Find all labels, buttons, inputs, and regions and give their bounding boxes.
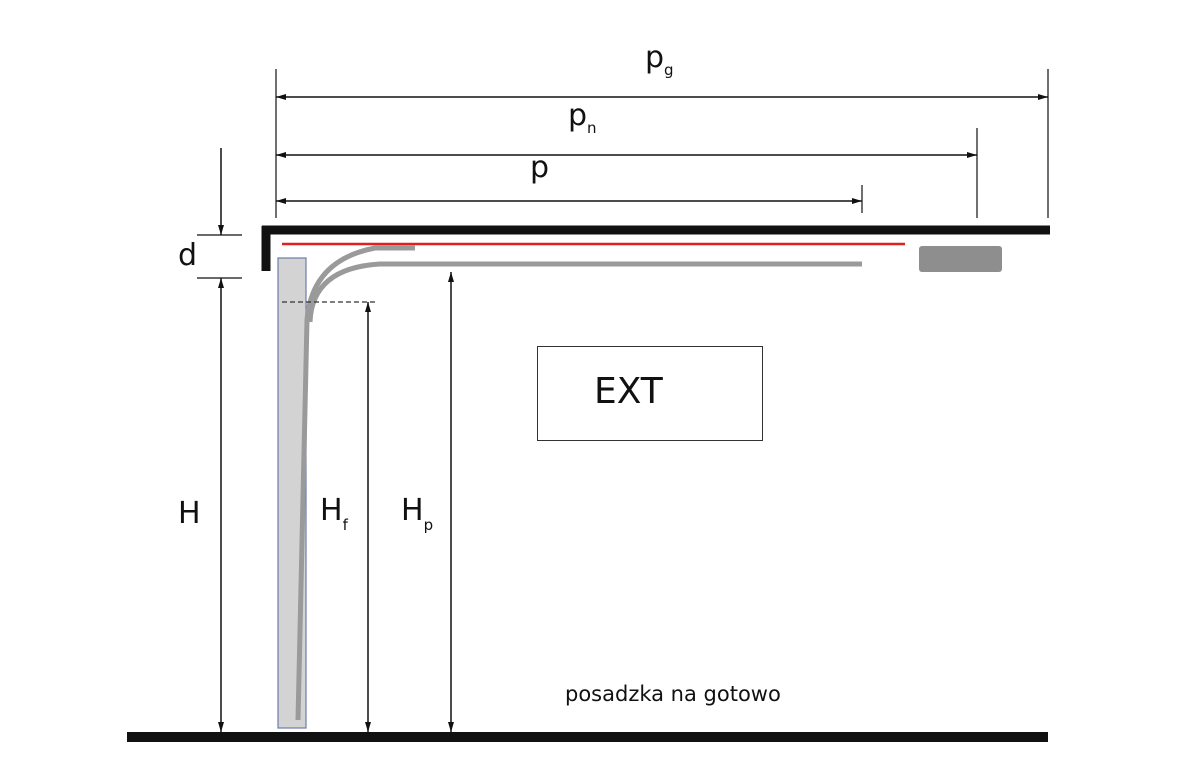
floor-label: posadzka na gotowo — [565, 682, 781, 706]
label-pn-main: p — [568, 98, 588, 133]
label-H: H — [178, 499, 201, 529]
motor-block — [919, 246, 1002, 272]
ext-box — [537, 346, 763, 441]
label-pg-main: p — [645, 40, 665, 75]
label-Hp-main: H — [401, 493, 424, 528]
label-d: d — [178, 241, 197, 271]
track-lower — [307, 261, 862, 323]
label-p-main: p — [530, 150, 550, 185]
label-pn: pn — [568, 98, 597, 136]
ext-label: EXT — [594, 371, 663, 412]
label-d-main: d — [178, 238, 198, 273]
label-H-main: H — [178, 496, 201, 531]
track-upper — [295, 245, 415, 721]
label-p: p — [530, 153, 549, 183]
label-Hf-main: H — [320, 493, 343, 528]
label-Hp: Hp — [401, 493, 433, 533]
label-Hp-sub: p — [423, 516, 434, 534]
label-Hf-sub: f — [342, 516, 348, 534]
label-pg-sub: g — [664, 61, 674, 79]
label-pn-sub: n — [587, 119, 597, 137]
label-pg: pg — [645, 40, 674, 78]
label-Hf: Hf — [320, 493, 348, 533]
